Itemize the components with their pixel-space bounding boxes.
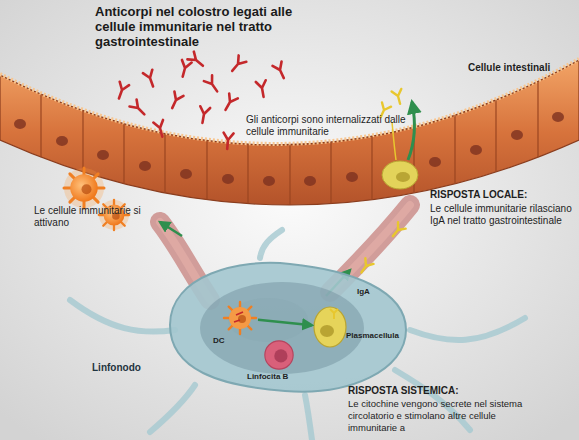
diagram-title: Anticorpi nel colostro legati alle cellu… [95,4,307,49]
region-label: Cellule intestinali [468,62,550,74]
antibody [256,80,269,97]
iga-path [392,122,396,160]
nucleus [14,119,26,129]
cell-border [123,124,124,184]
cell-glow [64,168,104,208]
node-label: Plasmacellula [346,331,399,341]
nucleus [263,176,275,186]
nucleus [346,172,358,182]
antibody [221,93,238,112]
lymph-node: LinfonodoDCLinfocita BPlasmacellula [150,250,420,400]
antibody [204,75,221,94]
lymph-node-follicle [228,298,308,342]
antibody [178,60,192,78]
nucleus [429,157,441,167]
node-label: Linfocita B [247,372,288,382]
iga-antibody [389,222,406,239]
nucleus [304,176,316,186]
microvilli [0,59,579,144]
molecule-label: IgA [357,287,370,297]
antibody [187,52,206,70]
cell-border [371,136,372,200]
lymph-node-core [200,282,364,374]
antibody [198,106,211,123]
lymph-branch [260,230,282,258]
cell-border [289,145,290,205]
nucleus [180,169,192,179]
annotation: Le cellule immunitarie rilasciano IgA ne… [430,203,576,227]
section-heading: RISPOSTA LOCALE: [430,189,527,201]
antibody [153,120,167,138]
annotation: Gli anticorpi sono internalizzati dalle … [246,114,418,138]
antibody [143,70,158,88]
dendritic-cell: DC [222,300,258,336]
nucleus [552,112,564,122]
cell-border [206,141,207,200]
nucleus [470,145,482,155]
cell-border [454,115,455,184]
nucleus [511,130,523,140]
nucleus [222,174,234,184]
secretion-arrow [408,102,415,160]
antibody [222,133,233,150]
activation-arrow [160,222,182,236]
iga-antibody [357,258,373,275]
lymph-branch [305,395,312,440]
node-label: Linfonodo [92,362,141,374]
cell-border [164,134,165,193]
cell-border [330,142,331,204]
lymph-node-body [170,263,406,392]
section-heading: RISPOSTA SISTEMICA: [348,385,459,397]
cell-borders [41,82,538,205]
b-cell-shape [262,338,296,372]
antibody [114,82,129,100]
antibody [130,100,148,118]
activation-arrow [258,320,312,325]
plasma-cell-shape [312,305,348,349]
annotation: Le citochine vengono secrete nel sistema… [348,398,538,434]
cell-border [247,144,248,203]
cell-border [40,95,41,158]
cell-border [495,100,496,172]
cell-border [82,111,83,172]
immune-cell-epithelium [382,161,418,189]
antibody [273,62,289,81]
annotation: Le cellule immunitarie si attivano [34,205,162,229]
dendritic-cell-shape [222,300,258,336]
antibody [228,55,246,74]
node-label: DC [213,336,225,346]
plasma-cell: Plasmacellula [312,305,348,349]
nucleus [56,136,68,146]
antibody [168,92,184,111]
nucleus [139,161,151,171]
nucleus [396,172,410,182]
b-cell: Linfocita B [262,338,296,372]
activated-immune-cell [64,168,104,208]
nucleus [97,150,109,160]
cell-border [537,82,538,158]
lymph-branch [410,318,525,340]
lymph-branch [150,385,195,432]
iga-antibody [392,89,405,105]
lymph-branch [70,300,175,332]
